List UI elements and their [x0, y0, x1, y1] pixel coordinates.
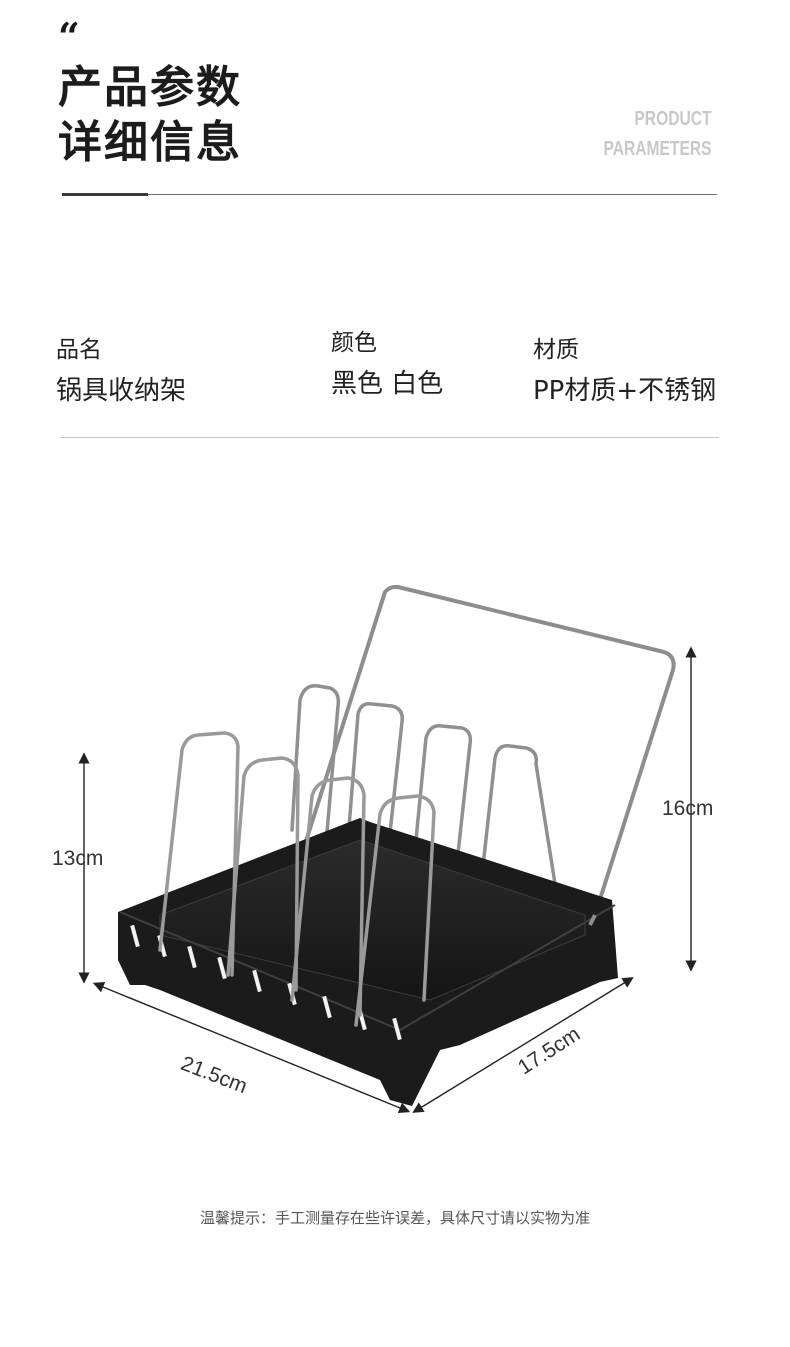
- english-title-line-2: PARAMETERS: [603, 138, 712, 160]
- param-material-label: 材质: [533, 337, 579, 363]
- param-color-label: 颜色: [331, 330, 377, 356]
- params-divider: [60, 437, 719, 438]
- quote-mark: “: [58, 14, 80, 59]
- footnote: 温馨提示：手工测量存在些许误差，具体尺寸请以实物为准: [199, 1209, 590, 1227]
- param-name-label: 品名: [56, 337, 102, 363]
- title-line-1: 产品参数: [58, 62, 242, 113]
- page-title: 产品参数 详细信息: [58, 60, 242, 170]
- dimension-label-16cm: 16cm: [662, 797, 714, 820]
- param-name-value: 锅具收纳架: [56, 376, 187, 406]
- title-line-2: 详细信息: [58, 117, 242, 168]
- arrow-width: [412, 977, 634, 1113]
- header-divider-accent: [62, 193, 148, 196]
- english-title: PRODUCT PARAMETERS: [604, 104, 712, 164]
- param-material-value: PP材质+不锈钢: [533, 376, 717, 406]
- product-image: [78, 584, 697, 1114]
- english-title-line-1: PRODUCT: [634, 108, 712, 130]
- param-color-value: 黑色 白色: [331, 369, 444, 399]
- header-divider: [62, 194, 717, 195]
- param-name: 品名 锅具收纳架: [56, 333, 186, 411]
- param-color: 颜色 黑色 白色: [331, 326, 443, 404]
- dimension-arrows: [78, 646, 697, 1114]
- param-material: 材质 PP材质+不锈钢: [533, 333, 716, 411]
- tall-wire-handle: [298, 584, 676, 917]
- tray-front-edge: [119, 904, 616, 1032]
- wire-dividers-back: [290, 684, 558, 892]
- handle-foot: [588, 914, 597, 926]
- wire-dividers-front: [158, 731, 436, 1027]
- dimension-label-13cm: 13cm: [52, 847, 104, 870]
- tray-slots: [130, 924, 402, 1041]
- arrow-length: [92, 981, 411, 1114]
